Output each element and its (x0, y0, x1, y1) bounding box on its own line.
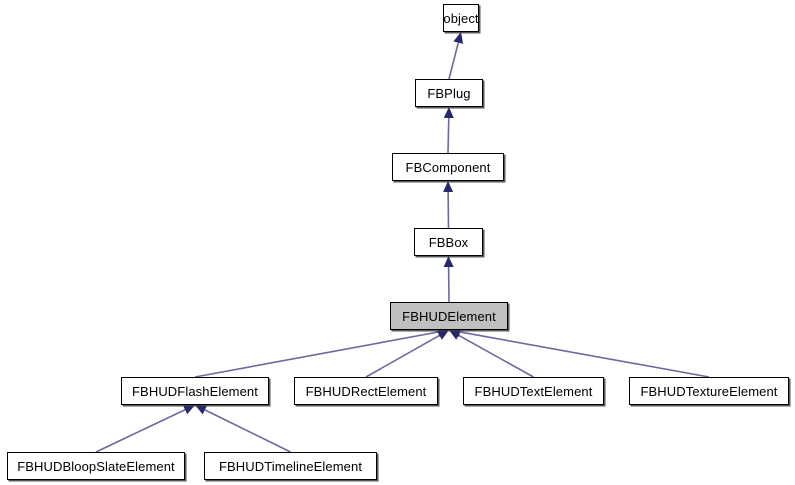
edge-arrowhead (453, 32, 464, 44)
inheritance-edge-fbbox-to-fbcomponent (443, 181, 454, 229)
edge-arrowhead (195, 405, 208, 415)
class-node-label: FBComponent (405, 159, 491, 175)
class-node-fbplug[interactable]: FBPlug (415, 79, 483, 107)
inheritance-edge-fbhudtextureelement-to-fbhudelement (449, 327, 710, 378)
class-node-fbhudtimelineelement[interactable]: FBHUDTimelineElement (204, 452, 377, 480)
class-node-fbhudtextureelement[interactable]: FBHUDTextureElement (629, 377, 789, 405)
edge-line (458, 334, 534, 378)
edge-arrowhead (443, 181, 454, 193)
edge-line (204, 409, 291, 453)
class-node-label: FBHUDTextureElement (640, 383, 778, 399)
inheritance-edge-fbhudrectelement-to-fbhudelement (365, 330, 449, 378)
edge-arrowhead (436, 330, 449, 340)
edge-arrowhead (449, 330, 462, 340)
class-node-fbbox[interactable]: FBBox (414, 228, 483, 256)
inheritance-edge-fbhudbloopslateelement-to-fbhudflashelement (95, 405, 195, 453)
edge-line (447, 117, 450, 154)
class-node-label: FBPlug (427, 85, 471, 101)
edge-arrowhead (182, 405, 195, 415)
inheritance-edge-fbplug-to-object (448, 32, 464, 80)
edge-arrowhead (443, 256, 454, 268)
class-node-fbcomponent[interactable]: FBComponent (392, 153, 504, 181)
class-node-label: FBHUDRectElement (305, 383, 427, 399)
class-node-object[interactable]: object (443, 4, 479, 32)
edge-arrowhead (443, 107, 454, 119)
inheritance-edge-fbhudtextelement-to-fbhudelement (449, 330, 534, 378)
edge-line (95, 408, 186, 453)
class-node-fbhudelement[interactable]: FBHUDElement (390, 302, 508, 330)
class-node-label: FBHUDTimelineElement (218, 458, 363, 474)
edge-line (365, 334, 440, 378)
class-node-fbhudtextelement[interactable]: FBHUDTextElement (463, 377, 604, 405)
class-node-label: object (443, 10, 479, 26)
edge-line (459, 331, 710, 378)
class-node-label: FBHUDBloopSlateElement (17, 458, 175, 474)
class-node-fbhudbloopslateelement[interactable]: FBHUDBloopSlateElement (7, 452, 185, 480)
class-node-fbhudrectelement[interactable]: FBHUDRectElement (294, 377, 438, 405)
edge-line (194, 331, 439, 378)
inheritance-edge-fbcomponent-to-fbplug (443, 107, 454, 154)
class-node-fbhudflashelement[interactable]: FBHUDFlashElement (121, 377, 269, 405)
class-node-label: FBHUDFlashElement (132, 383, 258, 399)
inheritance-edge-fbhudflashelement-to-fbhudelement (194, 327, 449, 378)
inheritance-edge-fbhudelement-to-fbbox (443, 256, 454, 303)
class-node-label: FBBox (428, 234, 469, 250)
edge-line (448, 42, 460, 80)
inheritance-edge-fbhudtimelineelement-to-fbhudflashelement (195, 405, 291, 453)
class-node-label: FBHUDElement (402, 308, 496, 324)
class-node-label: FBHUDTextElement (474, 383, 593, 399)
